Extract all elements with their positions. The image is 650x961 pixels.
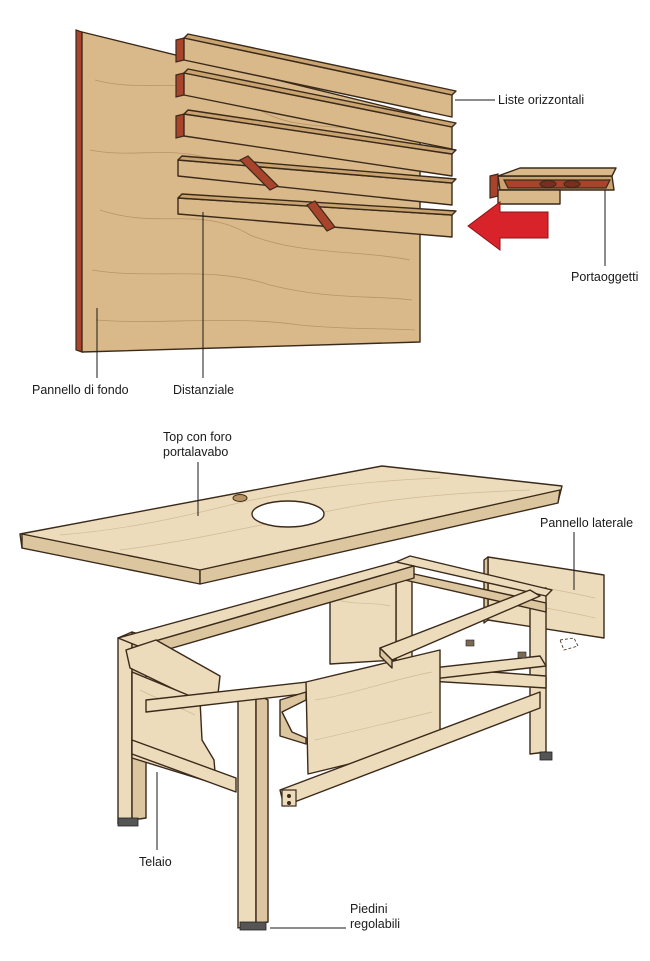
horizontal-slats xyxy=(175,33,457,238)
top-slab xyxy=(19,465,563,585)
piedini-line2-text: regolabili xyxy=(350,917,400,931)
label-top-con-foro: Top con foro portalavabo xyxy=(163,430,232,516)
piedini-line1-text: Piedini xyxy=(350,902,388,916)
insert-direction-arrow xyxy=(467,201,549,251)
label-liste-orizzontali: Liste orizzontali xyxy=(455,93,584,107)
top-line1-text: Top con foro xyxy=(163,430,232,444)
vanity-illustration xyxy=(19,465,605,931)
spacers xyxy=(238,155,336,232)
front-rails xyxy=(279,589,541,807)
label-portaoggetti: Portaoggetti xyxy=(571,190,638,284)
portaoggetti-text: Portaoggetti xyxy=(571,270,638,284)
storage-shelf xyxy=(489,167,617,205)
label-pannello-laterale: Pannello laterale xyxy=(540,516,633,590)
distanziale-text: Distanziale xyxy=(173,383,234,397)
label-distanziale: Distanziale xyxy=(173,212,234,397)
wall-panel-illustration xyxy=(75,29,617,353)
liste-orizzontali-text: Liste orizzontali xyxy=(498,93,584,107)
label-telaio: Telaio xyxy=(139,772,172,869)
telaio-text: Telaio xyxy=(139,855,172,869)
pannello-di-fondo-text: Pannello di fondo xyxy=(32,383,129,397)
label-piedini-regolabili: Piedini regolabili xyxy=(270,902,400,931)
pannello-laterale-text: Pannello laterale xyxy=(540,516,633,530)
label-pannello-di-fondo: Pannello di fondo xyxy=(32,308,129,397)
top-line2-text: portalavabo xyxy=(163,445,228,459)
